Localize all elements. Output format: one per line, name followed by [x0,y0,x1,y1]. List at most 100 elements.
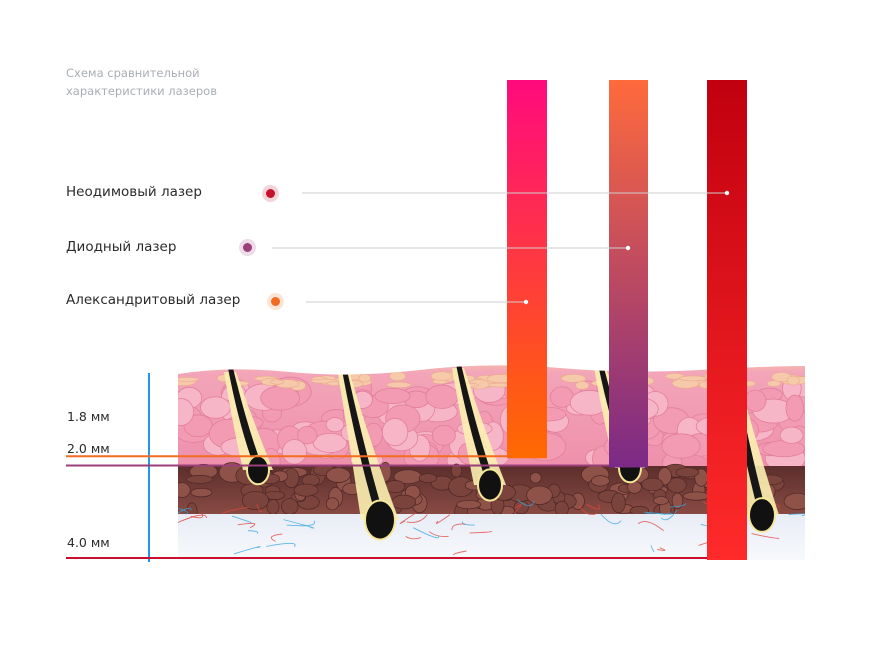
dermis-cell [671,492,684,510]
dermis-cell [529,472,542,484]
dermis-cell [190,487,213,498]
blood-vessel [451,523,466,531]
dermis-cell [456,499,482,510]
dermis-cell [590,475,610,487]
blood-vessel [178,508,189,515]
hypodermis-layer [178,514,805,560]
dermis-cell [611,492,626,514]
dermis-cell [325,467,351,483]
skin-cell [431,424,456,446]
blood-vessel [517,499,535,507]
skin-cell [374,387,411,404]
laser-beams [507,80,747,560]
blood-vessel [469,530,493,534]
dermis-cell [391,494,417,510]
skin-surface-cell [269,379,285,385]
blood-vessel [428,531,449,537]
blood-vessel [233,546,261,555]
skin-surface-cell [766,380,781,387]
blood-vessel [406,514,428,523]
dermis-cell [667,477,687,494]
skin-surface-cell [561,374,586,383]
skin-cell [178,398,194,426]
blood-vessel [178,507,192,515]
connector-end-neodymium [724,190,730,196]
connector-end-diode [625,245,631,251]
hair-bulb [246,454,270,486]
skin-cell [779,426,804,444]
blood-vessel [644,511,673,515]
hair-bulb [477,468,503,502]
laser-beam-neodymium [707,80,747,560]
blood-vessel [178,514,208,524]
hair-follicle [338,370,399,541]
legend-dot-alexandrite [267,293,284,310]
blood-vessel [435,514,451,524]
skin-cell [785,394,804,422]
skin-cell [762,440,805,458]
blood-vessel [578,505,597,516]
skin-cross-section [178,365,805,560]
dermis-cell [178,482,191,498]
legend-label-diode: Диодный лазер [66,239,177,255]
blood-vessel [600,513,622,525]
blood-vessel [256,503,263,512]
blood-vessel [231,515,252,524]
skin-cell [200,396,231,419]
blood-vessel [657,547,666,551]
dermis-cell [418,473,437,483]
blood-vessel [266,542,296,548]
blood-vessel [670,503,687,508]
dermis-cell [241,490,269,511]
dermis-cell [783,492,805,510]
legend-connectors [272,190,730,305]
blood-vessel [270,533,283,542]
hair-bulb [748,497,776,533]
dermis-cell [186,475,214,484]
depth-label-diode: 2.0 мм [67,441,110,456]
skin-cell [297,425,318,445]
legend-dot-neodymium [262,185,279,202]
skin-cell [549,386,574,408]
dermis-cell [526,485,553,505]
hair-shaft [228,368,262,466]
skin-cell [325,417,345,433]
blood-vessel [190,513,203,519]
skin-surface-cell [178,377,200,382]
blood-vessel [247,530,259,534]
dermis-cell [325,497,339,511]
blood-vessel [453,550,467,556]
blood-vessel [586,503,600,510]
skin-cell [744,389,767,412]
connector-end-alexandrite [523,299,529,305]
blood-vessel [286,520,316,527]
dermis-cell [653,496,669,505]
skin-surface-cell [678,375,707,382]
skin-cell [312,432,348,453]
legend-label-alexandrite: Александритовый лазер [66,292,241,308]
legend-label-neodymium: Неодимовый лазер [66,184,202,200]
blood-vessel [660,509,678,521]
skin-surface-cell [575,381,590,390]
blood-vessel [283,519,315,529]
hair-shaft [456,365,494,481]
blood-vessel [399,513,416,524]
skin-surface-cell [358,373,372,383]
blood-vessel [237,522,256,529]
skin-cell [425,384,459,409]
depth-label-alexandrite: 1.8 мм [67,409,110,424]
legend-dot-diode [239,239,256,256]
skin-surface-cell [786,375,800,386]
dermis-cell [641,477,664,492]
hair-follicle [224,368,273,486]
laser-beam-diode [609,80,648,468]
depth-lines [66,455,747,559]
blood-vessel [751,533,780,539]
dermis-cell [629,506,650,516]
skin-cell [381,417,409,447]
blood-vessel [222,506,249,514]
hair-shaft [342,370,384,516]
dermis-cell [675,467,700,478]
